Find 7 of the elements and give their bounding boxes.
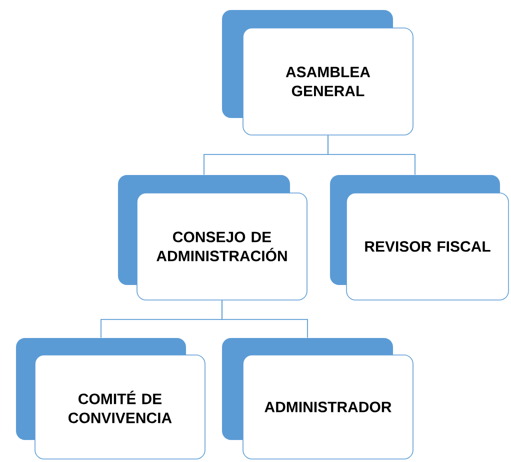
org-box: ADMINISTRADOR xyxy=(222,338,414,460)
org-box: CONSEJO DE ADMINISTRACIÓN xyxy=(118,175,308,300)
org-box: REVISOR FISCAL xyxy=(330,175,509,300)
org-box: ASAMBLEA GENERAL xyxy=(222,10,414,136)
connector-line xyxy=(328,134,416,176)
connector-line xyxy=(222,300,308,338)
org-box: COMITÉ DE CONVIVENCIA xyxy=(16,338,206,460)
